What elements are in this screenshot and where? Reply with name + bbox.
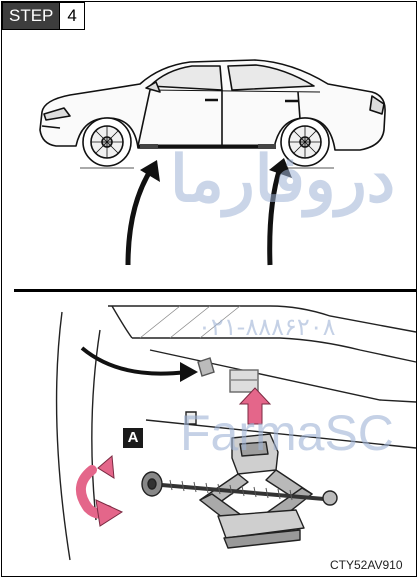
up-arrow bbox=[240, 388, 270, 424]
lift-point-arrow-right bbox=[269, 158, 292, 265]
jack-illustration bbox=[142, 434, 337, 548]
section-divider bbox=[14, 289, 416, 292]
lift-point-curved-arrow bbox=[82, 348, 198, 382]
rotate-arrow bbox=[81, 456, 122, 526]
callout-label-a: A bbox=[123, 428, 143, 448]
figure-code: CTY52AV910 bbox=[330, 558, 403, 572]
car-side-illustration bbox=[40, 60, 385, 168]
lift-point-arrow-left bbox=[128, 160, 160, 265]
